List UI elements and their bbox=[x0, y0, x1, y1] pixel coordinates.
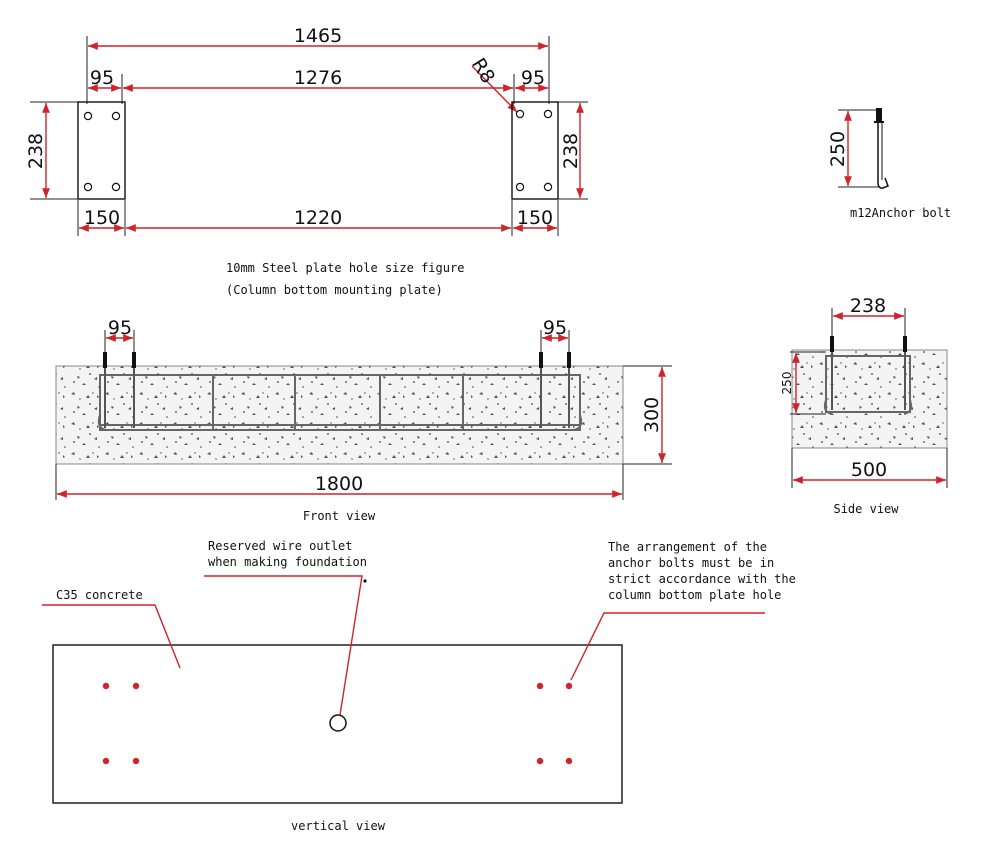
left-base-plate bbox=[77, 101, 126, 200]
side-dim-top: 238 bbox=[850, 295, 886, 317]
bolt-length-label: 250 bbox=[827, 131, 849, 167]
vertical-anchor-holes bbox=[102, 682, 573, 765]
plate-caption-line1: 10mm Steel plate hole size figure bbox=[226, 261, 464, 275]
dim-gap-label: 1220 bbox=[294, 207, 342, 229]
bolts-leader bbox=[570, 612, 765, 681]
front-anchor-bolts bbox=[103, 352, 571, 428]
anchor-bolt-view: 250 m12Anchor bolt bbox=[827, 108, 951, 220]
front-dim-left: 95 bbox=[108, 317, 132, 339]
plate-holes bbox=[83, 109, 553, 192]
dim-between-label: 1276 bbox=[294, 67, 342, 89]
wire-callout-line1: Reserved wire outlet bbox=[208, 539, 353, 553]
bolts-callout-line3: strict accordance with the bbox=[608, 572, 796, 586]
front-caption: Front view bbox=[303, 509, 376, 523]
side-concrete-block bbox=[791, 349, 948, 449]
dim-height-right-label: 238 bbox=[560, 133, 582, 169]
bolts-callout-line4: column bottom plate hole bbox=[608, 588, 781, 602]
radius-leader bbox=[471, 65, 518, 113]
bolt-caption: m12Anchor bolt bbox=[850, 206, 951, 220]
side-caption: Side view bbox=[833, 502, 899, 516]
dim-right-hole-label: 95 bbox=[521, 67, 545, 89]
plate-caption-line2: (Column bottom mounting plate) bbox=[226, 283, 443, 297]
dim-total-label: 1465 bbox=[294, 25, 342, 47]
concrete-leader bbox=[42, 604, 181, 669]
dim-plate-right-label: 150 bbox=[517, 207, 553, 229]
bolts-callout-line2: anchor bolts must be in bbox=[608, 556, 774, 570]
anchor-bolt-shape bbox=[877, 122, 889, 189]
wire-outlet bbox=[329, 714, 347, 732]
plate-view: 1465 95 1276 95 R8 238 238 150 1220 150 … bbox=[25, 25, 588, 297]
bolt-thread bbox=[876, 108, 882, 122]
vertical-concrete-outline bbox=[52, 644, 623, 804]
vertical-caption: vertical view bbox=[291, 819, 386, 833]
front-view: 95 95 300 1800 Front view bbox=[55, 317, 672, 523]
front-dim-right: 95 bbox=[543, 317, 567, 339]
wire-callout-line2: when making foundation bbox=[208, 555, 367, 569]
side-dim-depth: 250 bbox=[780, 372, 794, 395]
radius-label: R8 bbox=[467, 54, 499, 87]
front-dim-length: 1800 bbox=[315, 473, 363, 495]
dim-height-left-label: 238 bbox=[25, 133, 47, 169]
side-view: 238 250 500 Side view bbox=[780, 295, 948, 516]
dim-left-hole-label: 95 bbox=[90, 67, 114, 89]
concrete-callout: C35 concrete bbox=[56, 588, 143, 602]
bolts-callout-line1: The arrangement of the bbox=[608, 540, 767, 554]
vertical-view: Reserved wire outlet when making foundat… bbox=[42, 539, 796, 833]
front-concrete-block bbox=[55, 365, 624, 465]
wire-leader bbox=[204, 575, 363, 716]
side-dim-width: 500 bbox=[851, 459, 887, 481]
dim-plate-left-label: 150 bbox=[84, 207, 120, 229]
right-base-plate bbox=[511, 101, 559, 200]
front-dim-height: 300 bbox=[641, 397, 663, 433]
